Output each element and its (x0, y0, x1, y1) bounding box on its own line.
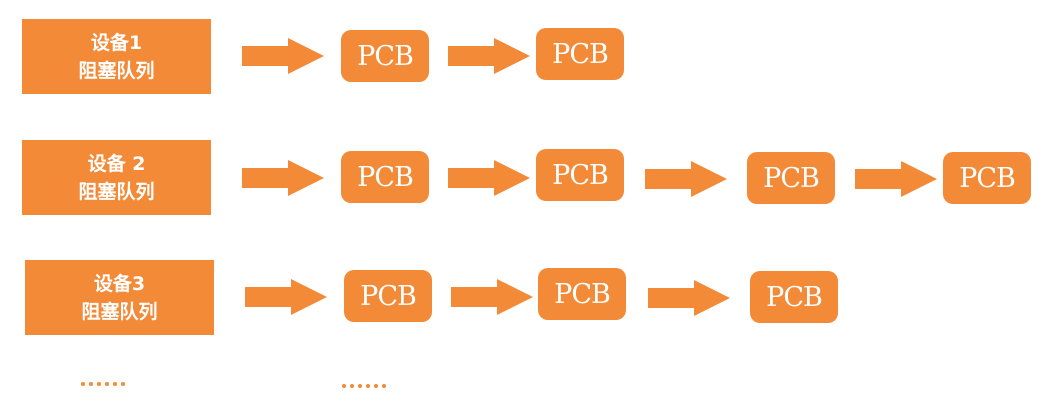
queue-label-device-1-line2: 阻塞队列 (78, 59, 155, 82)
pcb-device-2-3: PCB (747, 152, 835, 204)
right-arrow-icon (242, 160, 324, 196)
queue-label-device-3-line2: 阻塞队列 (81, 300, 158, 323)
queue-label-device-3: 设备3 阻塞队列 (25, 260, 214, 335)
right-arrow-icon (448, 38, 530, 74)
queue-label-device-2-line2: 阻塞队列 (78, 180, 155, 203)
right-arrow-icon (242, 38, 324, 74)
queue-label-device-1: 设备1 阻塞队列 (22, 19, 211, 94)
pcb-device-2-4: PCB (943, 152, 1031, 204)
right-arrow-icon (451, 279, 533, 315)
right-arrow-icon (448, 160, 530, 196)
right-arrow-icon (648, 280, 730, 316)
right-arrow-icon (855, 161, 937, 197)
pcb-device-3-2: PCB (538, 268, 626, 320)
queue-label-device-2: 设备 2 阻塞队列 (22, 140, 211, 215)
queue-label-device-3-line1: 设备3 (93, 272, 146, 295)
pcb-device-2-2: PCB (536, 149, 624, 201)
right-arrow-icon (245, 279, 327, 315)
continuation-dots-left (81, 382, 125, 386)
right-arrow-icon (645, 161, 727, 197)
pcb-device-2-1: PCB (341, 151, 429, 203)
pcb-device-1-1: PCB (341, 30, 429, 82)
pcb-device-3-1: PCB (344, 270, 432, 322)
pcb-device-3-3: PCB (750, 271, 838, 323)
queue-label-device-2-line1: 设备 2 (87, 152, 146, 175)
pcb-device-1-2: PCB (536, 28, 624, 80)
continuation-dots-right (342, 384, 386, 388)
queue-label-device-1-line1: 设备1 (90, 31, 143, 54)
